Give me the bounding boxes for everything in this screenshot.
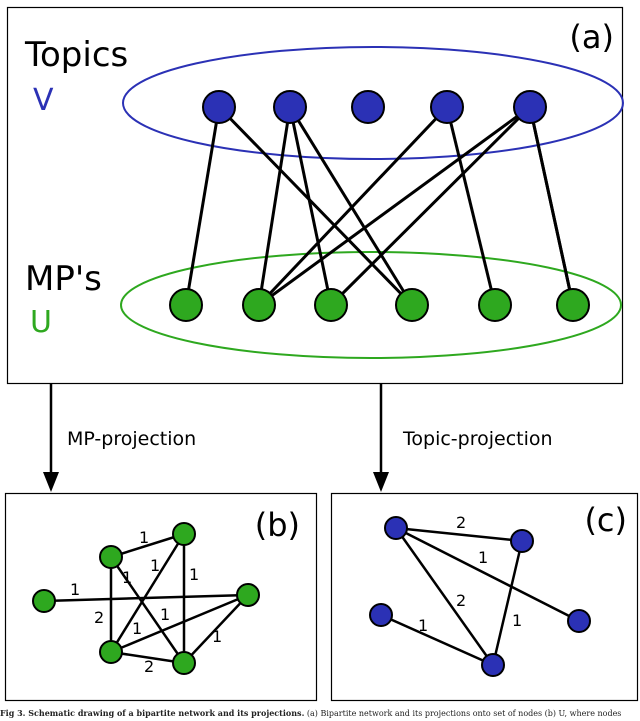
panel-c-frame	[330, 492, 639, 702]
panel-b-frame	[4, 492, 318, 702]
edge	[217, 105, 414, 307]
edge	[109, 533, 186, 653]
edge-weight: 1	[139, 528, 149, 547]
edge-weight: 1	[418, 616, 428, 635]
edge	[329, 105, 532, 307]
caption-text: (a) Bipartite network and its projection…	[304, 709, 622, 718]
topic-node	[384, 516, 408, 540]
edge-weight: 1	[212, 627, 222, 646]
edge-weight: 1	[512, 611, 522, 630]
edge	[257, 105, 449, 307]
edge-weight: 1	[70, 580, 80, 599]
edge	[43, 593, 249, 603]
panel-c-label: (c)	[584, 501, 627, 539]
topic-node	[369, 603, 393, 627]
edge	[110, 593, 249, 654]
mp-node	[99, 640, 123, 664]
topic-node	[513, 90, 547, 124]
mp-projection-edges	[43, 532, 249, 665]
topics-symbol: V	[33, 83, 54, 118]
topic-node	[430, 90, 464, 124]
topic-projection-nodes	[369, 516, 591, 677]
mp-node	[314, 288, 348, 322]
topic-projection-arrow	[373, 384, 389, 492]
edge	[395, 526, 523, 543]
bipartite-edges-extra	[528, 106, 575, 306]
topics-set-ellipse	[122, 46, 624, 160]
edge	[491, 540, 524, 666]
mp-projection-weights: 1 1 1 1 1 2 1 1 2 1	[70, 528, 222, 676]
edge	[257, 106, 292, 306]
topic-node	[481, 653, 505, 677]
panel-b-label: (b)	[255, 506, 300, 544]
mps-set-ellipse	[120, 251, 622, 359]
edge-weight: 2	[456, 513, 466, 532]
topic-node	[351, 90, 385, 124]
edge-weight: 2	[94, 608, 104, 627]
mp-node	[172, 522, 196, 546]
edge	[110, 532, 185, 559]
mp-node	[556, 288, 590, 322]
bipartite-edges	[184, 105, 575, 307]
topics-title: Topics	[24, 35, 128, 75]
arrow-head	[43, 472, 59, 492]
mp-projection-label: MP-projection	[67, 428, 196, 450]
mp-projection-nodes	[32, 522, 260, 675]
topic-nodes	[202, 90, 547, 124]
mp-node	[242, 288, 276, 322]
panel-a-label: (a)	[569, 18, 614, 56]
mp-node	[169, 288, 203, 322]
edge	[445, 106, 497, 306]
edge	[258, 105, 531, 307]
edge	[183, 594, 249, 664]
edge-weight: 1	[150, 556, 160, 575]
edge-weight: 1	[122, 568, 132, 587]
mps-symbol: U	[30, 305, 52, 340]
edge	[395, 526, 580, 623]
edge-weight: 1	[189, 565, 199, 584]
topic-projection-edges	[380, 526, 580, 667]
edge-weight: 1	[160, 605, 170, 624]
edge-weight: 1	[132, 619, 142, 638]
topic-node	[273, 90, 307, 124]
edge-weight: 1	[478, 548, 488, 567]
edge-weight: 2	[144, 657, 154, 676]
edge	[109, 556, 186, 664]
edge-weight: 2	[456, 591, 466, 610]
mp-node	[99, 545, 123, 569]
topic-projection-weights: 2 1 2 1 1	[418, 513, 522, 635]
topic-projection-label: Topic-projection	[402, 428, 553, 450]
edge	[288, 106, 333, 306]
mp-projection-arrow	[43, 384, 59, 492]
figure-caption: Fig 3. Schematic drawing of a bipartite …	[0, 706, 640, 721]
panel-a-frame	[6, 6, 624, 385]
topic-node	[510, 529, 534, 553]
mp-node	[236, 583, 260, 607]
mp-nodes	[169, 288, 590, 322]
edge	[110, 650, 185, 665]
arrow-head	[373, 472, 389, 492]
mp-node	[395, 288, 429, 322]
edge	[184, 106, 221, 306]
edge	[528, 106, 575, 306]
topic-node	[202, 90, 236, 124]
mp-node	[32, 589, 56, 613]
mp-node	[172, 651, 196, 675]
edge	[380, 613, 494, 667]
mp-node	[478, 288, 512, 322]
topic-node	[567, 609, 591, 633]
caption-bold: Fig 3. Schematic drawing of a bipartite …	[0, 708, 305, 718]
edge	[394, 527, 495, 666]
mps-title: MP's	[25, 259, 102, 299]
